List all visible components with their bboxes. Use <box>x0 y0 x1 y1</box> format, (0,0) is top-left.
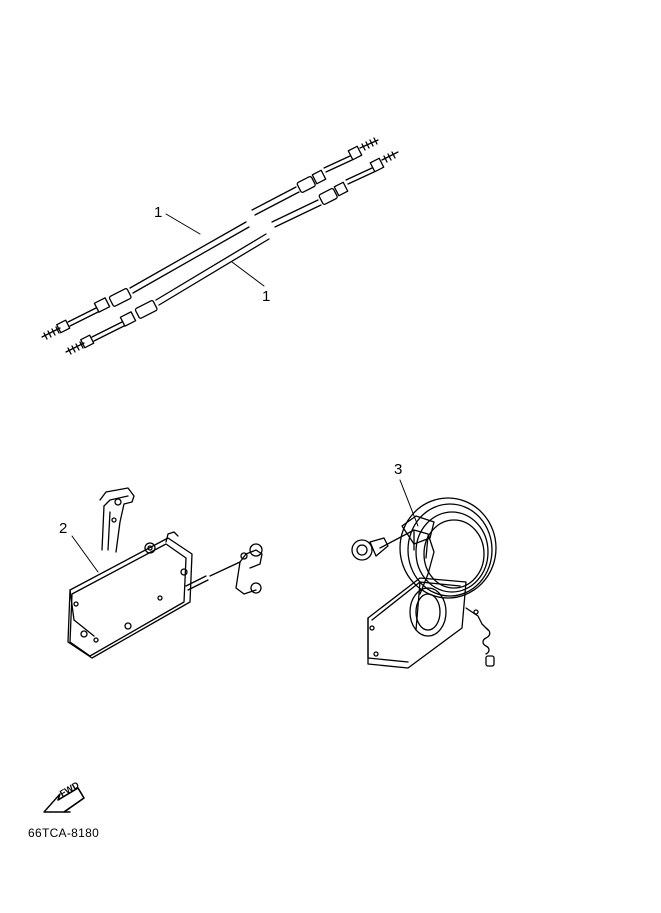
part-code: 66TCA-8180 <box>28 826 100 840</box>
callout-2: 2 <box>59 520 68 537</box>
control-cable-upper <box>41 137 379 340</box>
callout-1-upper: 1 <box>154 204 163 221</box>
side-mount-control <box>351 497 497 669</box>
leader-line <box>399 479 419 527</box>
leader-line <box>165 213 201 235</box>
control-cable-lower <box>65 151 399 355</box>
callout-1-lower: 1 <box>262 288 271 305</box>
remote-control-box <box>67 487 263 659</box>
leader-line <box>71 535 99 573</box>
leader-line <box>231 261 265 287</box>
callout-3: 3 <box>394 461 403 478</box>
fwd-arrow-icon <box>43 787 85 813</box>
